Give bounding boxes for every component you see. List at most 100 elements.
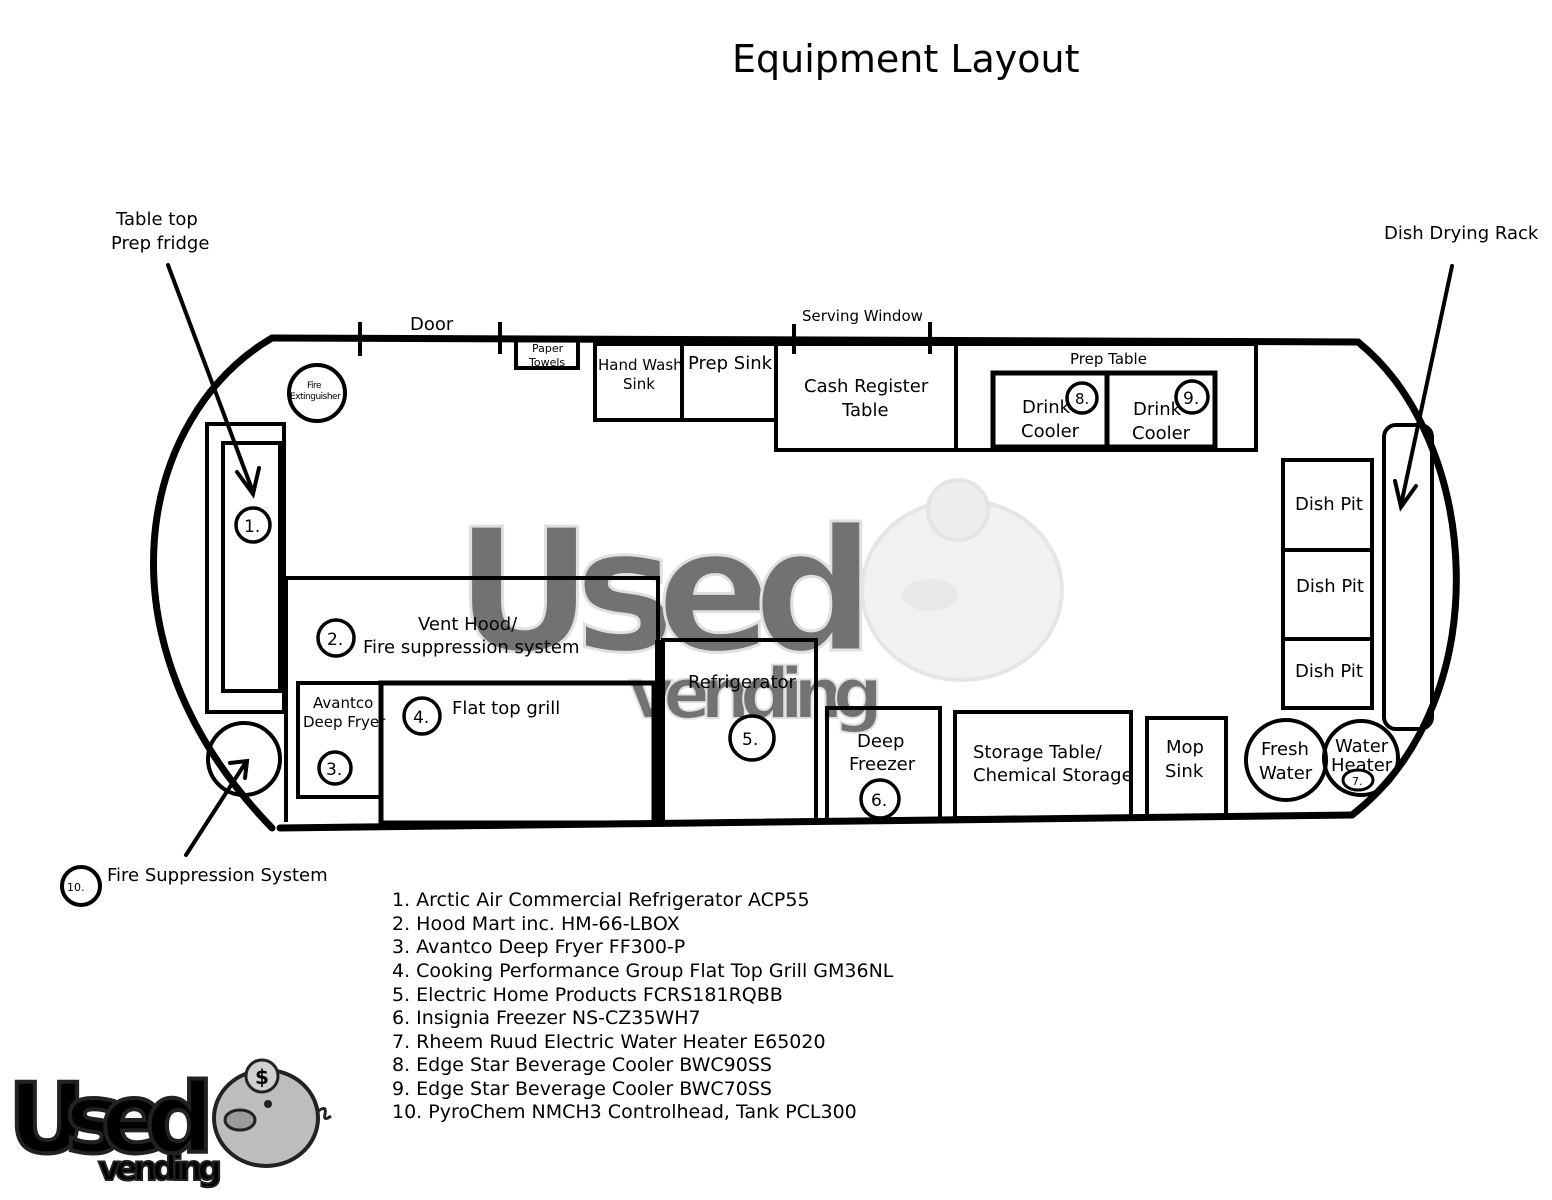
serving-window-label: Serving Window — [802, 307, 923, 325]
hand-wash-sink-label-2: Sink — [623, 375, 655, 393]
drink-cooler-1-number: 8. — [1075, 390, 1089, 408]
prep-fridge — [221, 441, 282, 693]
deep-fryer-label-1: Avantco — [313, 694, 373, 712]
watermark: Used vending — [454, 478, 1064, 736]
watermark-coin-icon — [926, 478, 990, 542]
vent-hood-label-2: Fire suppression system — [363, 637, 580, 658]
vent-hood-marker — [316, 618, 356, 658]
watermark-sub: vending — [628, 653, 883, 735]
paper-towels — [514, 338, 580, 370]
dish-drying-rack-callout: Dish Drying Rack — [1384, 223, 1539, 244]
drink-cooler-1-marker — [1065, 381, 1099, 415]
cash-register-table — [774, 342, 958, 452]
drink-cooler-1-label-1: Drink — [1022, 397, 1071, 418]
vent-hood-number: 2. — [327, 630, 343, 650]
flat-top-grill-label: Flat top grill — [452, 698, 560, 719]
drink-cooler-2-label-2: Cooler — [1132, 423, 1191, 444]
fire-suppression-callout: Fire Suppression System — [107, 865, 328, 886]
drink-cooler-2-marker — [1174, 379, 1210, 415]
fire-extinguisher-label-2: Extinguisher — [290, 392, 341, 402]
wall-markers — [358, 322, 932, 356]
fresh-water-label-1: Fresh — [1261, 739, 1309, 760]
vent-hood — [284, 576, 660, 822]
legend-item-4: 4. Cooking Performance Group Flat Top Gr… — [392, 960, 894, 982]
logo-coin-symbol: $ — [255, 1065, 269, 1089]
fresh-water-tank — [1244, 718, 1328, 802]
dish-pit-2-label: Dish Pit — [1296, 576, 1364, 597]
prep-fridge-callout-1: Table top — [115, 209, 198, 230]
deep-freezer-number: 6. — [871, 791, 887, 811]
legend-item-3: 3. Avantco Deep Fryer FF300-P — [392, 936, 685, 958]
logo-sub: vending — [98, 1149, 222, 1189]
used-vending-logo: Used vending $ — [6, 1058, 332, 1190]
fire-suppression-marker — [60, 865, 102, 907]
deep-fryer-label-2: Deep Fryer — [303, 713, 386, 731]
dish-pit-3-label: Dish Pit — [1295, 661, 1363, 682]
prep-table-label: Prep Table — [1070, 350, 1147, 368]
hand-wash-sink-label-1: Hand Wash — [598, 356, 683, 374]
flat-top-grill — [378, 680, 657, 826]
water-heater-number: 7. — [1352, 775, 1363, 788]
prep-table — [954, 342, 1258, 452]
mop-sink-label-2: Sink — [1165, 761, 1204, 782]
refrigerator-number: 5. — [742, 730, 758, 750]
paper-towels-label-1: Paper — [532, 342, 564, 355]
legend-item-8: 8. Edge Star Beverage Cooler BWC90SS — [392, 1054, 772, 1076]
refrigerator — [661, 638, 818, 824]
legend-item-5: 5. Electric Home Products FCRS181RQBB — [392, 984, 783, 1006]
legend-item-10: 10. PyroChem NMCH3 Controlhead, Tank PCL… — [392, 1101, 857, 1123]
fire-suppression-tank — [206, 721, 282, 797]
water-heater-marker — [1341, 768, 1375, 792]
water-heater-label-1: Water — [1335, 736, 1389, 757]
callout-arrows — [166, 263, 1454, 857]
fire-extinguisher-label-1: Fire — [307, 381, 322, 391]
mop-sink — [1145, 716, 1228, 819]
dish-drying-rack — [1382, 423, 1434, 731]
deep-fryer-marker — [317, 750, 353, 786]
cash-register-table-label-2: Table — [841, 400, 889, 421]
vent-hood-label-1: Vent Hood/ — [418, 614, 518, 635]
fire-extinguisher — [287, 363, 347, 423]
prep-sink-label: Prep Sink — [688, 353, 773, 374]
legend-item-9: 9. Edge Star Beverage Cooler BWC70SS — [392, 1078, 772, 1100]
legend-item-2: 2. Hood Mart inc. HM-66-LBOX — [392, 913, 680, 935]
refrigerator-label: Refrigerator — [688, 672, 797, 693]
watermark-word: Used — [455, 493, 875, 691]
legend-item-7: 7. Rheem Ruud Electric Water Heater E650… — [392, 1031, 826, 1053]
storage-table-label-1: Storage Table/ — [973, 742, 1103, 763]
storage-table — [953, 710, 1133, 820]
mop-sink-label-1: Mop — [1166, 737, 1204, 758]
deep-freezer — [825, 706, 942, 822]
logo-pig-eye — [264, 1100, 272, 1108]
deep-freezer-label-2: Freezer — [849, 754, 916, 775]
prep-fridge-number: 1. — [244, 517, 260, 537]
water-heater-label-2: Heater — [1331, 755, 1393, 776]
equipment-legend: 1. Arctic Air Commercial Refrigerator AC… — [392, 889, 894, 1123]
deep-freezer-marker — [859, 778, 901, 820]
flat-top-grill-marker — [402, 696, 442, 736]
legend-item-6: 6. Insignia Freezer NS-CZ35WH7 — [392, 1007, 701, 1029]
drink-cooler-2 — [1104, 370, 1218, 450]
paper-towels-label-2: Towels — [528, 356, 565, 369]
cash-register-table-label-1: Cash Register — [804, 376, 929, 397]
legend-item-1: 1. Arctic Air Commercial Refrigerator AC… — [392, 889, 810, 911]
fire-suppression-number: 10. — [67, 881, 85, 894]
water-heater — [1322, 719, 1400, 797]
watermark-pig-snout — [902, 579, 958, 611]
deep-fryer-number: 3. — [326, 760, 342, 780]
drink-cooler-1-label-2: Cooler — [1021, 421, 1080, 442]
logo-pig-tail — [316, 1107, 332, 1121]
logo-word: Used — [8, 1063, 214, 1175]
logo-pig-snout — [223, 1108, 257, 1132]
prep-fridge-callout-2: Prep fridge — [111, 233, 209, 254]
door-label: Door — [410, 314, 454, 335]
dish-pits — [1281, 458, 1374, 710]
drink-cooler-2-label-1: Drink — [1133, 399, 1182, 420]
prep-fridge-marker — [234, 506, 272, 544]
storage-table-label-2: Chemical Storage — [973, 765, 1133, 786]
logo-coin-icon — [244, 1058, 280, 1094]
refrigerator-marker — [728, 714, 776, 762]
flat-top-grill-number: 4. — [413, 708, 429, 728]
page-title: Equipment Layout — [732, 37, 1080, 81]
